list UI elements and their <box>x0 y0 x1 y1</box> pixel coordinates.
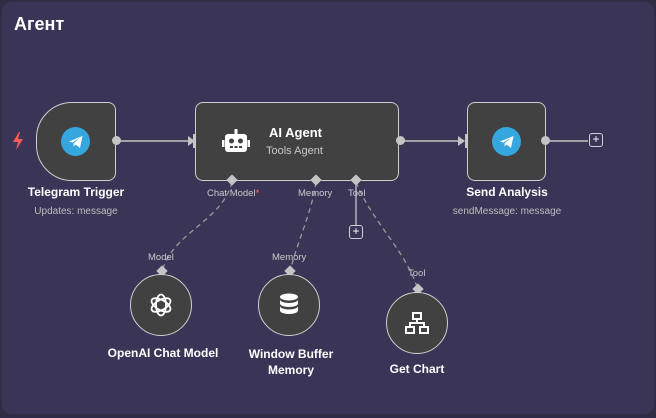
robot-icon <box>222 129 250 152</box>
tool-input-label: Tool <box>408 268 426 279</box>
memory-label-line1: Window Buffer <box>248 347 334 361</box>
send-label: Send Analysis <box>466 185 548 199</box>
add-tool-button[interactable]: + <box>349 225 363 239</box>
memory-input-label: Memory <box>272 252 307 263</box>
send-analysis-node[interactable] <box>467 102 546 181</box>
agent-output-port[interactable] <box>396 136 405 145</box>
add-node-button[interactable]: + <box>589 133 603 147</box>
agent-subtitle: Tools Agent <box>266 145 323 157</box>
get-chart-node[interactable] <box>386 292 448 354</box>
chat-model-connector-label: Chat Model* <box>207 188 260 199</box>
telegram-trigger-node[interactable] <box>36 102 116 181</box>
openai-icon <box>150 293 172 317</box>
trigger-subtitle: Updates: message <box>34 206 118 217</box>
connection-lines <box>118 136 588 291</box>
memory-connector-label: Memory <box>298 188 333 199</box>
workflow-canvas[interactable]: Агент Telegram Trigger Updates: message <box>2 2 654 414</box>
workflow-title: Агент <box>14 14 65 34</box>
send-subtitle: sendMessage: message <box>452 206 562 217</box>
tool-connector-label: Tool <box>348 188 366 199</box>
trigger-output-port[interactable] <box>112 136 121 145</box>
network-icon <box>405 312 429 334</box>
database-icon <box>280 293 298 314</box>
telegram-icon <box>492 127 521 156</box>
openai-chat-model-node[interactable] <box>130 274 192 336</box>
trigger-bolt-icon <box>13 132 23 150</box>
model-input-label: Model <box>148 252 174 263</box>
memory-label: Window Buffer Memory <box>224 346 358 378</box>
agent-title: AI Agent <box>269 125 322 140</box>
trigger-label: Telegram Trigger <box>27 185 125 199</box>
telegram-icon <box>61 127 90 156</box>
window-buffer-memory-node[interactable] <box>258 274 320 336</box>
send-output-port[interactable] <box>541 136 550 145</box>
ai-agent-node[interactable]: AI Agent Tools Agent <box>195 102 399 181</box>
openai-label: OpenAI Chat Model <box>107 346 219 360</box>
get-chart-label: Get Chart <box>389 362 445 376</box>
memory-label-line2: Memory <box>267 363 314 377</box>
